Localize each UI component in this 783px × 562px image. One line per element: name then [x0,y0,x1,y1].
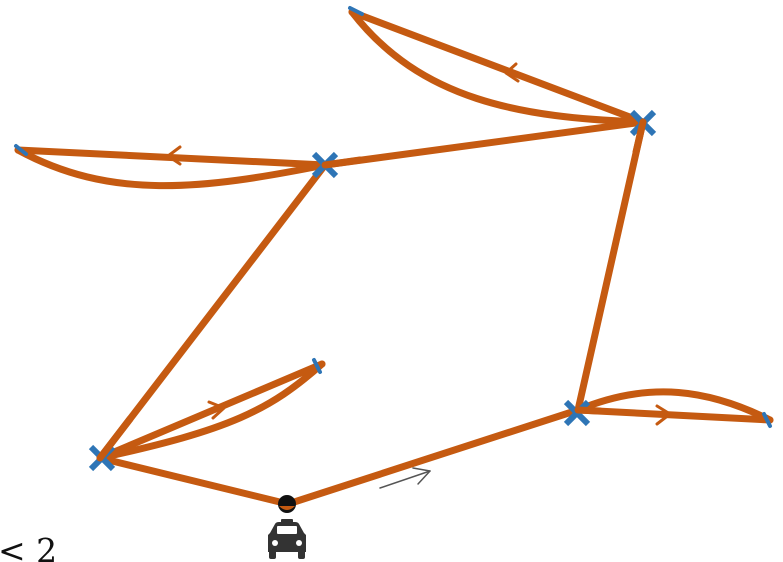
route-loop [96,118,647,508]
tip-marker [14,144,28,156]
move-counter: < 2 [0,531,58,562]
route-segment [96,454,292,508]
branch-tips [14,6,772,428]
chevron-left-icon [504,62,520,83]
route-branches [14,8,774,462]
branch-straight [348,8,647,126]
chevron-right-icon [207,400,226,420]
branch-curve [14,146,329,190]
route-segment [574,118,647,414]
route-segment [284,406,582,508]
tip-marker [762,412,772,428]
tip-marker [312,358,322,374]
branch-straight [96,360,326,462]
branch-curve [96,360,326,462]
chevron-right-icon [655,404,672,426]
tip-marker [348,6,364,16]
branch-curve [574,388,774,424]
direction-chevrons [166,62,672,426]
arrow-icon [379,467,431,489]
route-segment [96,161,329,462]
branch-straight [574,406,774,424]
driver-icon[interactable] [278,495,296,513]
route-segment [321,118,647,169]
branch-curve [348,8,647,126]
chevron-left-icon [166,145,182,166]
route-overlay [96,118,647,462]
car-icon[interactable] [268,519,306,559]
